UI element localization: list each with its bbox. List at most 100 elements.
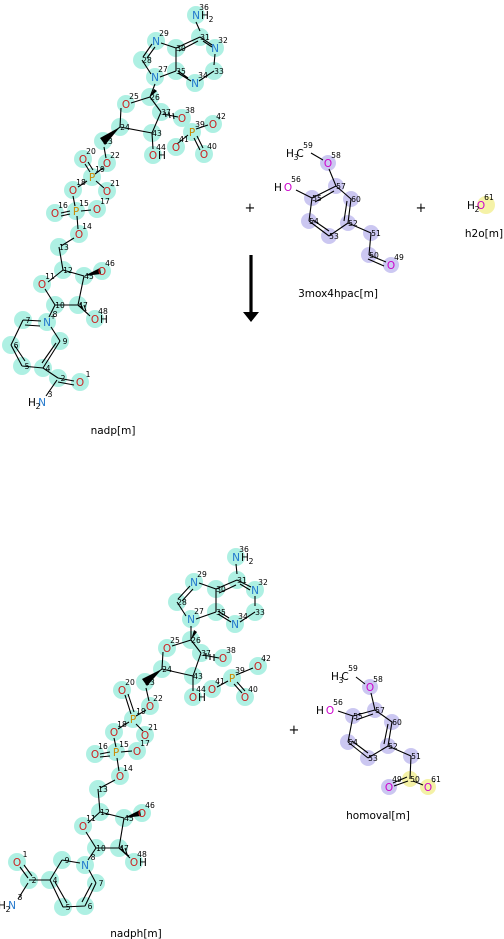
atom-index: 7 [99, 879, 104, 888]
atom-index: 48 [98, 307, 108, 316]
atom-index: 36 [239, 545, 249, 554]
atom-index: 53 [329, 232, 339, 241]
atom-index: 35 [176, 67, 186, 76]
atom-index: 8 [91, 853, 96, 862]
nadp-wedge-27 [150, 89, 157, 97]
atom-symbol: O [200, 149, 208, 161]
atom-symbol: O [241, 692, 249, 704]
atom-index: 2 [61, 374, 66, 383]
nadph-atom-33: 33 [255, 608, 265, 617]
nadph-wedge-27 [191, 630, 197, 640]
nadp-atom-15: P15 [73, 199, 89, 218]
atom-symbol: N [8, 900, 16, 912]
atom-symbol: O [178, 113, 186, 125]
atom-hydrogen: H [331, 671, 339, 683]
atom-index: 51 [371, 229, 381, 238]
atom-symbol: O [477, 200, 485, 212]
atom-hydrogen: H [28, 397, 36, 409]
atom-charge: - [433, 777, 436, 786]
atom-index: 53 [368, 754, 378, 763]
nadph-atom-16: O16 [91, 742, 108, 761]
atom-index: 22 [110, 151, 120, 160]
atom-hydrogen-count: 2 [36, 402, 41, 411]
nadp-atom-31: 31 [200, 33, 210, 42]
atom-index: 3 [18, 893, 23, 902]
atom-index: 11 [86, 814, 96, 823]
atom-index: 33 [255, 608, 265, 617]
mox-atom-55: 55 [312, 194, 322, 203]
atom-charge: - [217, 679, 220, 688]
atom-index: 15 [79, 199, 89, 208]
nadp-highlight [2, 6, 224, 391]
nadp-atom-30: 30 [176, 44, 186, 53]
nadph-atom-31: 31 [237, 576, 247, 585]
atom-hydrogen: H [198, 692, 206, 704]
atom-index: 26 [191, 636, 201, 645]
nadph-atom-41: O-41 [208, 677, 225, 696]
atom-index: 52 [348, 219, 358, 228]
atom-index: 55 [312, 194, 322, 203]
atom-index: 59 [303, 141, 313, 150]
homoval-atom-50: 50 [410, 775, 420, 784]
nadph-atom-24: 24 [162, 665, 172, 674]
atom-symbol: N [232, 552, 240, 564]
mox-highlight [301, 155, 399, 273]
atom-charge: - [263, 656, 266, 665]
atom-symbol: O [424, 782, 432, 794]
nadp-atom-28: 28 [142, 56, 152, 65]
mox-atom-57: 57 [336, 182, 346, 191]
homoval-atom-55: 55 [353, 712, 363, 721]
nadp-atom-26: 26 [150, 93, 160, 102]
atom-hydrogen-count: 2 [249, 557, 254, 566]
nadp-atom-10: 10 [55, 301, 65, 310]
nadph-atom-4: 4 [53, 876, 58, 885]
atom-symbol: N [152, 36, 160, 48]
atom-index: 18 [117, 720, 127, 729]
atom-symbol: O [254, 661, 262, 673]
atom-index: 38 [226, 646, 236, 655]
atom-symbol: O [149, 150, 157, 162]
homoval-bonds [337, 676, 424, 787]
atom-index: 5 [66, 903, 71, 912]
atom-index: 1 [23, 850, 28, 859]
atom-hydrogen: H [0, 900, 6, 912]
atom-index: 49 [392, 775, 402, 784]
atom-index: 24 [162, 665, 172, 674]
atom-index: 3 [48, 390, 53, 399]
atom-index: 45 [84, 272, 94, 281]
nadph-atom-38: O38 [219, 646, 236, 665]
atom-index: 18 [76, 178, 86, 187]
atom-index: 59 [348, 664, 358, 673]
homoval-atom-49: O49 [385, 775, 402, 794]
atom-index: 25 [170, 636, 180, 645]
nadph-atom-25: O25 [163, 636, 180, 655]
atom-symbol: O [110, 727, 118, 739]
nadp-hash-38 [162, 111, 179, 120]
nadph-atom-18: O18 [110, 720, 127, 739]
label-3mox4hpac: 3mox4hpac[m] [298, 288, 378, 300]
atom-symbol: O [13, 857, 21, 869]
nadp-wedge-23 [100, 127, 120, 145]
atom-hydrogen: H [316, 705, 324, 717]
nadp-atom-47: 47 [78, 301, 88, 310]
atom-symbol: P [73, 206, 79, 218]
nadph-atom-28: 28 [177, 598, 187, 607]
nadp-atom-9: 9 [63, 337, 68, 346]
label-nadph: nadph[m] [110, 928, 162, 939]
nadp-atom-29: N29 [152, 29, 169, 48]
atom-index: 42 [261, 654, 271, 663]
atom-index: 42 [216, 112, 226, 121]
atom-symbol: O [208, 684, 216, 696]
atom-index: 31 [237, 576, 247, 585]
nadph-atom-26: 26 [191, 636, 201, 645]
mox-atom-53: 53 [329, 232, 339, 241]
nadph-atom-10: 10 [96, 844, 106, 853]
atom-symbol: O [91, 314, 99, 326]
atom-index: 21 [148, 723, 158, 732]
atom-index: 30 [216, 585, 226, 594]
